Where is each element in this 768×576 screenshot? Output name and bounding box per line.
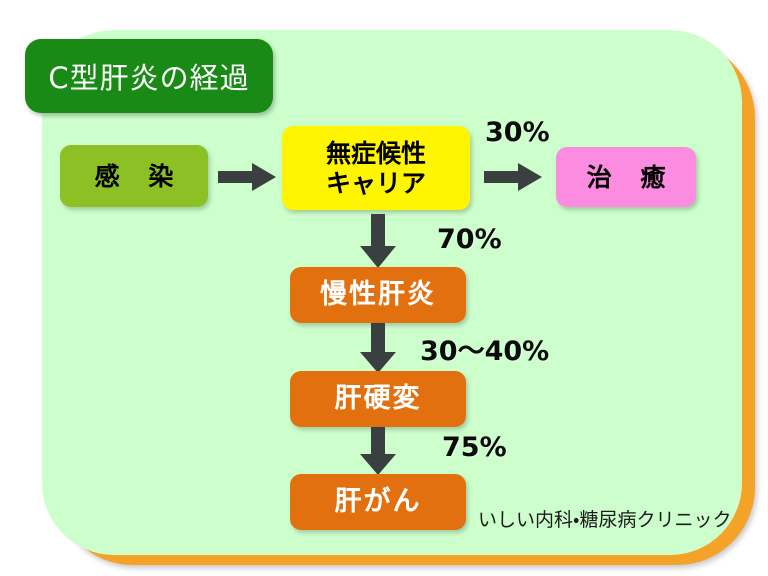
node-cirrhosis: 肝硬変 [290,371,466,427]
arrow-down-icon-chronic-to-cirrhosis [360,323,396,373]
node-asymptomatic-carrier: 無症候性 キャリア [282,126,470,210]
node-infection-label: 感 染 [94,161,184,191]
edge-label-carrier-to-chronic: 70% [437,224,502,255]
node-cure-label: 治 癒 [586,162,676,192]
arrow-down-icon-carrier-to-chronic [360,214,396,268]
node-chronic-hepatitis: 慢性肝炎 [290,267,466,323]
title-badge: C型肝炎の経過 [25,39,273,113]
clinic-credit: いしい内科・糖尿病クリニック [478,509,732,531]
node-liver-cancer: 肝がん [290,474,466,530]
edge-label-cirrhosis-to-cancer: 75% [442,432,507,463]
arrow-right-icon-infection-to-carrier [218,163,276,191]
edge-label-carrier-to-cure: 30% [485,117,550,148]
arrow-down-icon-cirrhosis-to-cancer [360,427,396,475]
node-cure: 治 癒 [556,147,696,207]
node-chronic-hepatitis-label: 慢性肝炎 [320,279,436,311]
page-title: C型肝炎の経過 [48,61,250,95]
node-infection: 感 染 [60,145,208,207]
node-cirrhosis-label: 肝硬変 [334,383,422,415]
node-carrier-label-line1: 無症候性 [325,138,426,168]
arrow-right-icon-carrier-to-cure [484,163,542,191]
node-liver-cancer-label: 肝がん [334,486,422,518]
edge-label-chronic-to-cirrhosis: 30〜40% [420,336,550,367]
node-carrier-label-line2: キャリア [325,168,426,198]
